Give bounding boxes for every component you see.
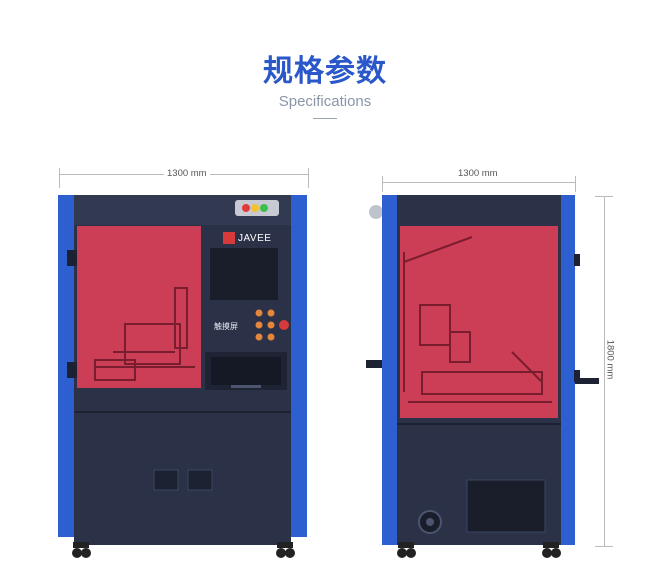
front-right-blue-frame bbox=[291, 195, 307, 537]
touch-screen bbox=[210, 248, 278, 300]
control-buttons bbox=[255, 309, 289, 341]
tower-light-yellow bbox=[251, 204, 259, 212]
page-subtitle: Specifications bbox=[278, 93, 372, 110]
front-width-label: 1300 mm bbox=[164, 168, 210, 179]
side-hinge-bottom bbox=[574, 370, 580, 382]
side-width-dimension-line bbox=[382, 182, 576, 183]
side-feet bbox=[397, 542, 561, 558]
side-height-label: 1800 mm bbox=[604, 339, 616, 380]
front-left-blue-frame bbox=[58, 195, 74, 537]
tower-light-red bbox=[242, 204, 250, 212]
front-lower-cabinet bbox=[74, 412, 291, 542]
side-access-panel bbox=[466, 479, 546, 533]
front-feet bbox=[72, 542, 295, 558]
side-right-blue-frame bbox=[561, 195, 575, 545]
side-height-tick-top bbox=[595, 196, 613, 197]
touch-screen-label: 触摸屏 bbox=[214, 322, 238, 331]
front-hinge-bottom bbox=[67, 362, 77, 378]
side-red-window bbox=[400, 226, 558, 418]
tray-handle bbox=[231, 385, 261, 388]
side-height-tick-bottom bbox=[595, 546, 613, 547]
front-width-tick-right bbox=[308, 168, 309, 188]
side-window-tint bbox=[400, 226, 558, 418]
front-lower-panel-left bbox=[153, 469, 179, 491]
front-internal-mechanism bbox=[94, 287, 195, 381]
side-width-label: 1300 mm bbox=[455, 168, 501, 179]
side-width-tick-left bbox=[382, 176, 383, 192]
brand-logo-text: JAVEE bbox=[238, 233, 272, 244]
front-width-tick-left bbox=[59, 168, 60, 188]
side-valve bbox=[369, 205, 383, 219]
front-lower-panel-right bbox=[187, 469, 213, 491]
logo-mark bbox=[223, 232, 235, 244]
side-left-handle bbox=[366, 360, 386, 368]
side-view-machine bbox=[366, 195, 599, 558]
front-hinge-top bbox=[67, 250, 77, 266]
front-tray-opening bbox=[211, 357, 281, 385]
side-left-blue-frame bbox=[382, 195, 397, 545]
title-divider bbox=[313, 118, 337, 119]
side-hinge-top bbox=[574, 254, 580, 266]
side-width-tick-right bbox=[575, 176, 576, 192]
tower-light-green bbox=[260, 204, 268, 212]
side-internal-mechanism bbox=[403, 236, 552, 403]
page-title: 规格参数 bbox=[263, 54, 387, 89]
side-right-handle bbox=[575, 378, 599, 384]
side-height-dimension-line bbox=[604, 196, 605, 546]
front-view-machine bbox=[58, 195, 307, 558]
